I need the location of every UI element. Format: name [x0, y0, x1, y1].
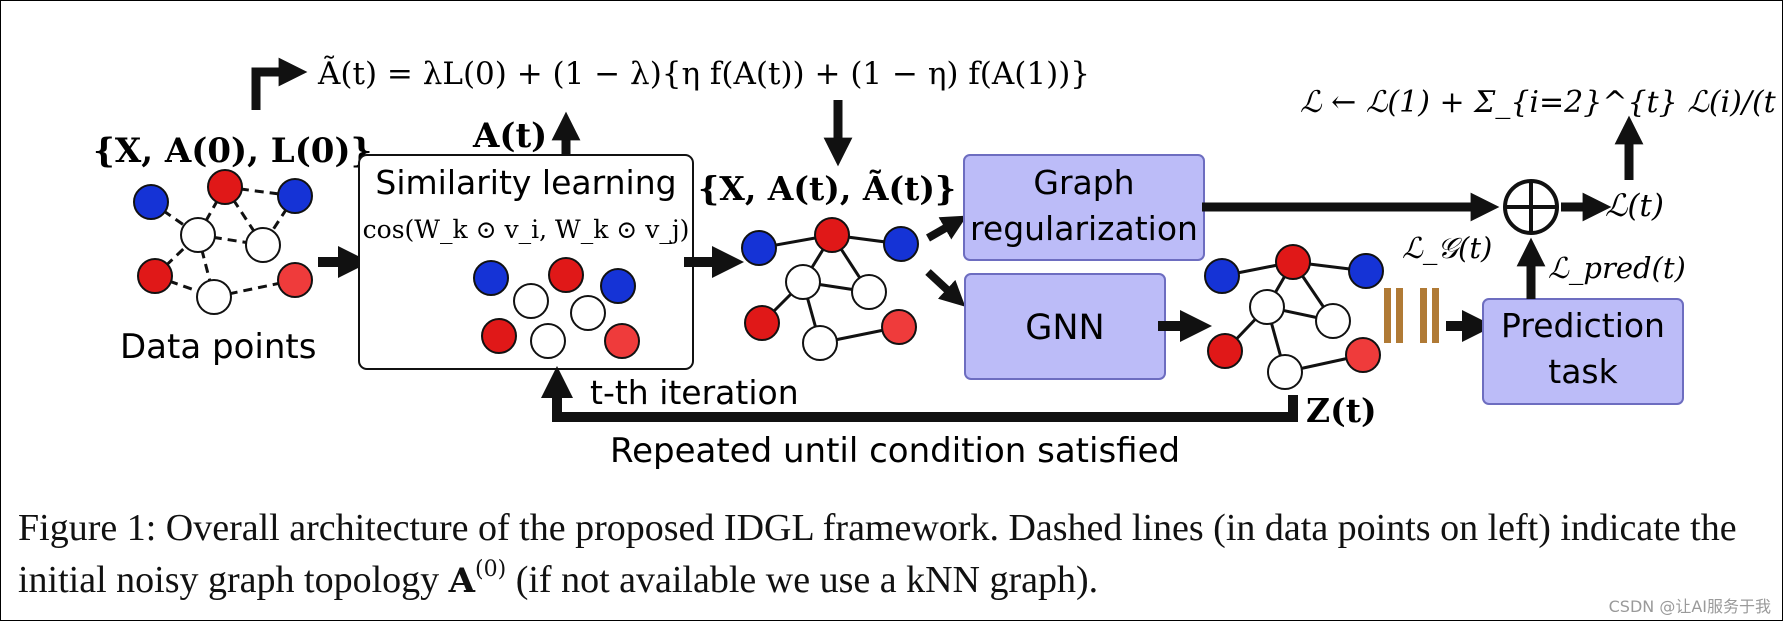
caption-math-superscript: (0) — [475, 557, 507, 582]
node-red — [1345, 337, 1381, 373]
node-blue — [600, 268, 636, 304]
node-white — [851, 274, 887, 310]
node-red — [548, 257, 584, 293]
node-red — [277, 262, 313, 298]
embedding-vector-bars — [1384, 288, 1439, 343]
input-set-label: {X, A(0), L(0)} — [93, 131, 372, 171]
caption-math-symbol: A(0) — [448, 559, 507, 602]
bent-arrow-to-update — [251, 57, 308, 110]
arrow-to-regularization — [926, 215, 968, 242]
data-points-label: Data points — [120, 327, 316, 367]
iteration-label: t-th iteration — [590, 373, 799, 412]
node-white — [530, 323, 566, 359]
repeat-condition-label: Repeated until condition satisfied — [610, 431, 1180, 471]
node-white — [196, 279, 232, 315]
loss-formula: ℒ ← ℒ(1) + Σ_{i=2}^{t} ℒ(i)/(t − 1) — [1300, 85, 1785, 120]
node-blue — [741, 230, 777, 266]
node-red — [744, 305, 780, 341]
graph-set-label: {X, A(t), Ã(t)} — [698, 169, 956, 208]
node-white — [180, 217, 216, 253]
embedding-graph — [1204, 244, 1384, 390]
node-white — [513, 283, 549, 319]
node-blue — [473, 260, 509, 296]
node-blue — [277, 178, 313, 214]
similarity-learning-title: Similarity learning — [375, 163, 676, 202]
node-red — [1275, 244, 1311, 280]
adjacency-label: A(t) — [472, 116, 547, 156]
prediction-task-label-line2: task — [1548, 352, 1618, 391]
node-white — [245, 227, 281, 263]
node-white — [802, 325, 838, 361]
node-red — [207, 169, 243, 205]
node-white — [1315, 303, 1351, 339]
node-blue — [1348, 253, 1384, 289]
node-red — [604, 323, 640, 359]
caption-math-base: A — [448, 561, 476, 601]
node-red — [137, 258, 173, 294]
node-red — [814, 217, 850, 253]
node-white — [1267, 354, 1303, 390]
update-formula: Ã(t) = λL(0) + (1 − λ){η f(A(t)) + (1 − … — [317, 55, 1090, 92]
node-red — [1207, 333, 1243, 369]
graph-regularization-label-line1: Graph — [1033, 163, 1134, 202]
caption-text-part2: (if not available we use a kNN graph). — [506, 559, 1099, 601]
similarity-nodes — [473, 257, 640, 359]
node-blue — [1204, 258, 1240, 294]
total-loss-t-label: ℒ(t) — [1605, 188, 1664, 224]
embedding-label: Z(t) — [1306, 391, 1377, 430]
similarity-formula: cos(W_k ⊙ v_i, W_k ⊙ v_j) — [363, 215, 690, 244]
figure-caption: Figure 1: Overall architecture of the pr… — [18, 502, 1768, 607]
node-white — [785, 264, 821, 300]
graph-loss-label: ℒ_𝒢(t) — [1402, 231, 1492, 266]
watermark: CSDN @让AI服务于我 — [1608, 597, 1771, 616]
iteration-loop-arrow — [540, 365, 1298, 422]
prediction-task-label-line1: Prediction — [1501, 306, 1665, 345]
caption-text-part1: Figure 1: Overall architecture of the pr… — [18, 507, 1737, 601]
graph-regularization-label-line2: regularization — [970, 209, 1198, 248]
learned-graph — [741, 217, 919, 361]
gnn-label: GNN — [1025, 308, 1105, 348]
node-white — [570, 295, 606, 331]
prediction-task-box — [1482, 298, 1684, 405]
node-red — [881, 309, 917, 345]
node-red — [481, 318, 517, 354]
data-points-graph — [133, 169, 313, 315]
arrow-to-gnn — [925, 269, 966, 307]
node-blue — [883, 226, 919, 262]
node-blue — [133, 184, 169, 220]
node-white — [1249, 289, 1285, 325]
sum-operator — [1503, 179, 1559, 235]
prediction-loss-label: ℒ_pred(t) — [1548, 251, 1686, 286]
